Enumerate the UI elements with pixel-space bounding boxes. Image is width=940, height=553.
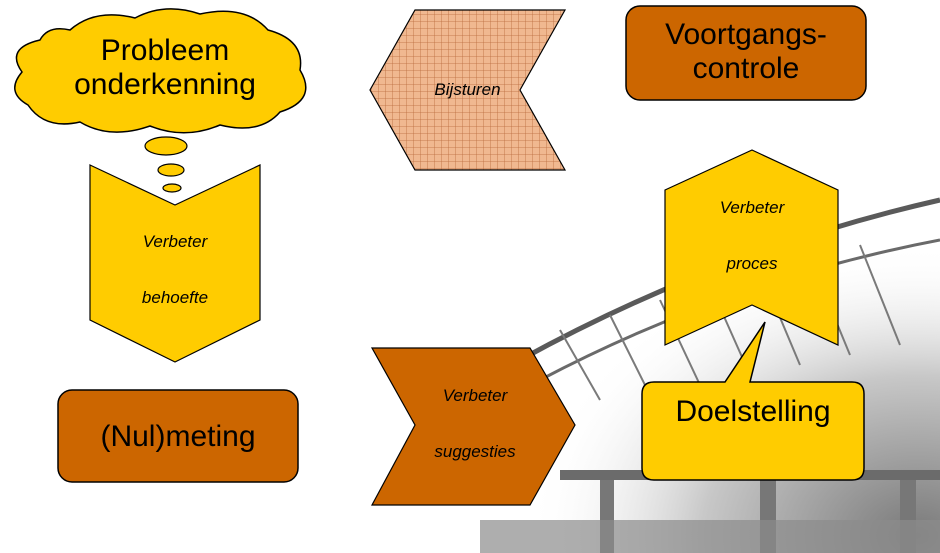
suggesties-line1: Verbeter [442, 386, 508, 405]
suggesties-label: Verbeter suggesties [400, 386, 550, 462]
proces-line2: proces [726, 254, 778, 273]
suggesties-chevron-shape [370, 347, 576, 506]
doelstelling-label: Doelstelling [675, 395, 831, 428]
behoefte-line1: Verbeter [142, 232, 208, 251]
probleem-line2: onderkenning [74, 68, 256, 101]
bijsturen-chevron-shape [369, 9, 567, 171]
behoefte-line2: behoefte [141, 288, 209, 307]
probleem-line1: Probleem [100, 34, 230, 67]
proces-chevron-shape [664, 149, 839, 346]
nulmeting-box-shape [57, 389, 299, 483]
voortgang-line1: Voortgangs- [665, 18, 827, 51]
bijsturen-label: Bijsturen [434, 80, 501, 99]
proces-label: Verbeter proces [672, 198, 832, 274]
proces-line1: Verbeter [719, 198, 785, 217]
probleem-cloud-shape [14, 8, 307, 193]
behoefte-chevron-shape [89, 164, 261, 363]
doelstelling-callout-shape [641, 321, 865, 481]
probleem-label: Probleem onderkenning [40, 28, 290, 108]
voortgang-box-shape [625, 5, 867, 101]
suggesties-line2: suggesties [434, 442, 516, 461]
nulmeting-label: (Nul)meting [100, 420, 256, 453]
voortgang-label: Voortgangs- controle [630, 14, 862, 90]
voortgang-line2: controle [692, 52, 800, 85]
behoefte-label: Verbeter behoefte [95, 232, 255, 308]
